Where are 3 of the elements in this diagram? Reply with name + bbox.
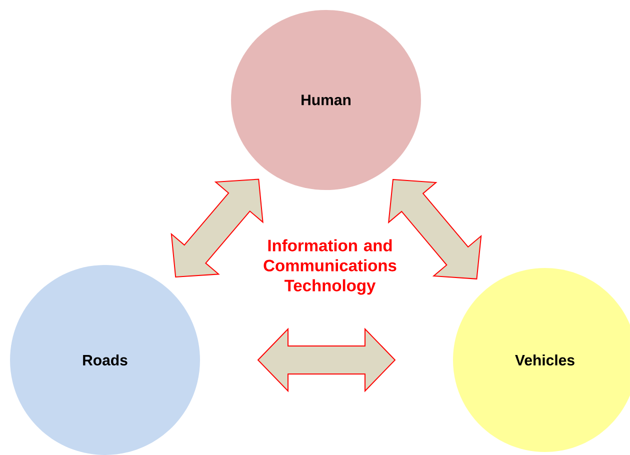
double-arrow xyxy=(170,178,264,278)
center-label: Information and Communications Technology xyxy=(264,239,396,295)
double-arrow xyxy=(388,179,482,280)
